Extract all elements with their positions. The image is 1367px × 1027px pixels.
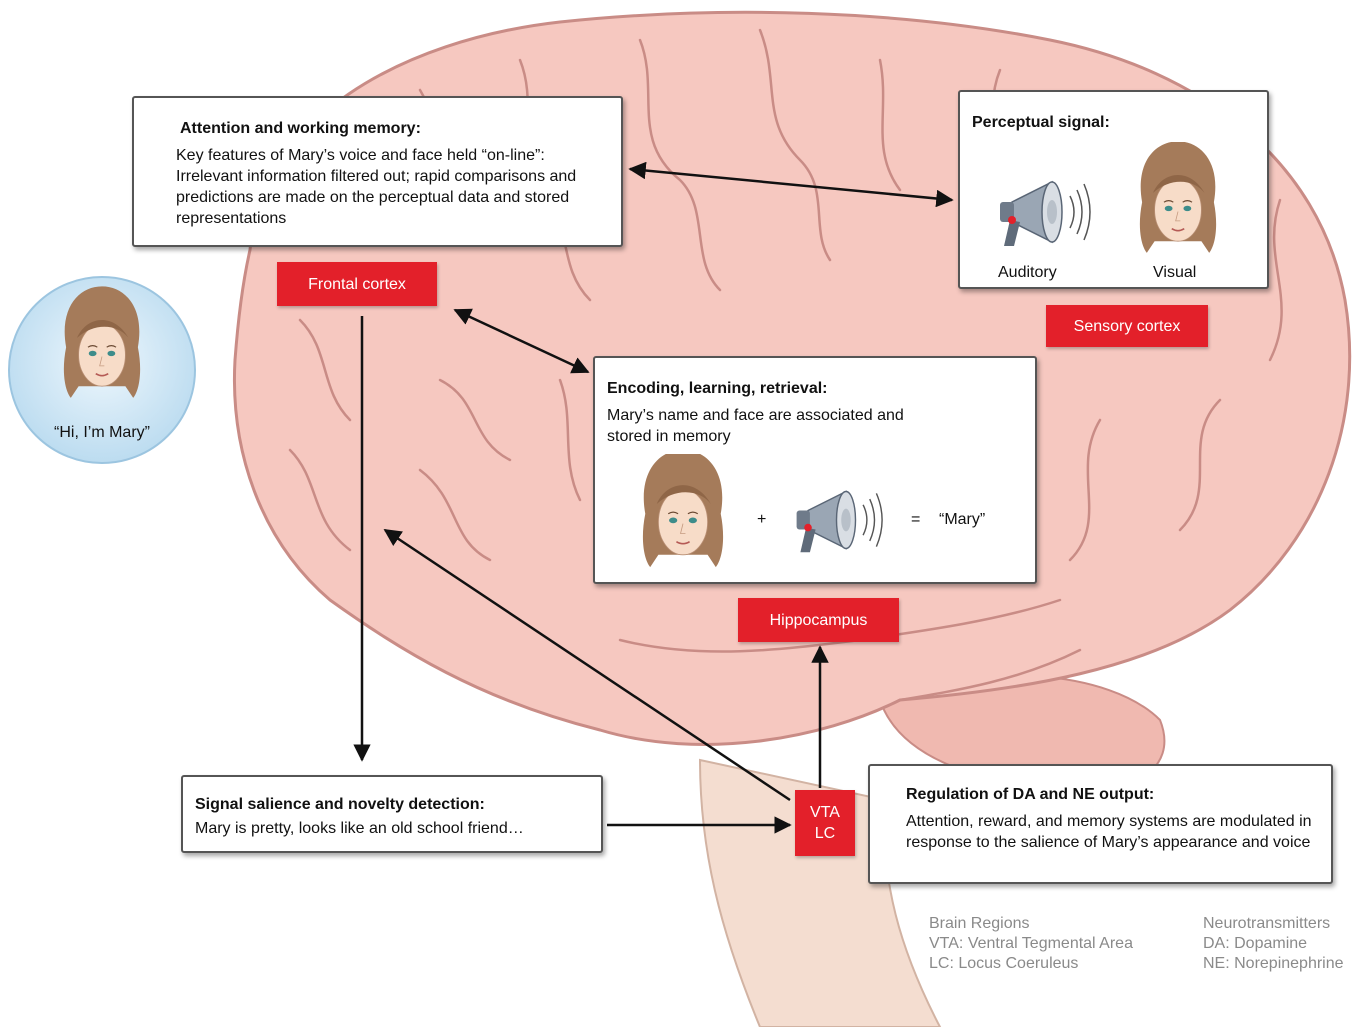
legend-neurotransmitters: Neurotransmitters DA: Dopamine NE: Norep… <box>1203 914 1344 974</box>
legend-lc: LC: Locus Coeruleus <box>929 954 1133 974</box>
salience-title: Signal salience and novelty detection: <box>195 794 589 815</box>
attention-title: Attention and working memory: <box>180 118 599 139</box>
equals-sign: = <box>911 509 920 530</box>
auditory-label: Auditory <box>998 262 1057 283</box>
mary-face-icon <box>64 286 140 398</box>
region-vta-lc: VTA LC <box>795 790 855 856</box>
legend-vta: VTA: Ventral Tegmental Area <box>929 934 1133 954</box>
legend-ne: NE: Norepinephrine <box>1203 954 1344 974</box>
attention-body: Key features of Mary’s voice and face he… <box>176 145 599 229</box>
mary-name-label: “Mary” <box>939 509 985 530</box>
region-frontal-cortex: Frontal cortex <box>277 262 437 306</box>
vta-label: VTA <box>810 802 840 823</box>
lc-label: LC <box>815 823 835 844</box>
perceptual-box: Perceptual signal: Auditory Visual <box>958 90 1269 289</box>
perceptual-title: Perceptual signal: <box>972 112 1255 133</box>
plus-sign: + <box>757 509 766 530</box>
megaphone-icon <box>797 492 883 553</box>
encoding-body: Mary’s name and face are associated and … <box>607 405 947 447</box>
megaphone-icon <box>1000 182 1090 246</box>
region-hippocampus: Hippocampus <box>738 598 899 642</box>
legend-nt-title: Neurotransmitters <box>1203 914 1344 934</box>
legend-brain-regions: Brain Regions VTA: Ventral Tegmental Are… <box>929 914 1133 974</box>
salience-box: Signal salience and novelty detection: M… <box>181 775 603 853</box>
visual-label: Visual <box>1153 262 1196 283</box>
salience-body: Mary is pretty, looks like an old school… <box>195 818 589 839</box>
regulation-body: Attention, reward, and memory systems ar… <box>906 811 1319 853</box>
greeting-text: “Hi, I’m Mary” <box>40 424 164 442</box>
encoding-box: Encoding, learning, retrieval: Mary’s na… <box>593 356 1037 584</box>
regulation-title: Regulation of DA and NE output: <box>906 784 1319 805</box>
regulation-box: Regulation of DA and NE output: Attentio… <box>868 764 1333 884</box>
legend-regions-title: Brain Regions <box>929 914 1133 934</box>
mary-face-icon <box>643 454 723 567</box>
attention-box: Attention and working memory: Key featur… <box>132 96 623 247</box>
mary-face-icon <box>1140 142 1216 253</box>
region-sensory-cortex: Sensory cortex <box>1046 305 1208 347</box>
encoding-title: Encoding, learning, retrieval: <box>607 378 1023 399</box>
perceptual-icons <box>960 142 1260 282</box>
legend-da: DA: Dopamine <box>1203 934 1344 954</box>
